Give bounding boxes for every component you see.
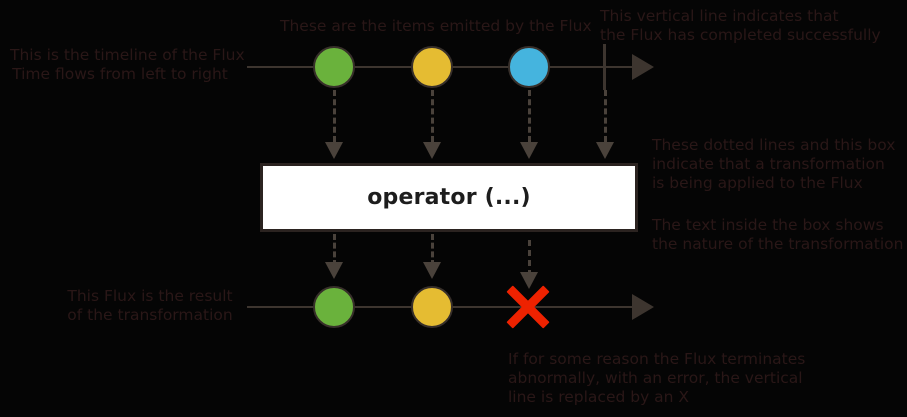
annotation-error-caption: If for some reason the Flux terminates a… <box>508 350 806 406</box>
dashed-arrowhead-yellow-out <box>423 262 441 279</box>
annotation-completion-caption: This vertical line indicates that the Fl… <box>600 7 881 44</box>
annotation-timeline-caption: This is the timeline of the Flux Time fl… <box>10 46 245 83</box>
annotation-result-caption: This Flux is the result of the transform… <box>67 287 233 324</box>
dashed-line-yellow-down <box>431 90 434 142</box>
operator-box: operator (...) <box>260 163 638 232</box>
annotation-items-caption: These are the items emitted by the Flux <box>280 17 592 35</box>
dashed-arrowhead-error-out <box>520 272 538 289</box>
dashed-arrowhead-completion-down <box>596 142 614 159</box>
result-marble-green <box>313 286 355 328</box>
dashed-line-error-out <box>528 240 531 276</box>
dashed-line-green-out <box>333 234 336 266</box>
operator-label: operator (...) <box>367 185 531 210</box>
dashed-arrowhead-green-out <box>325 262 343 279</box>
result-timeline-arrowhead <box>632 294 654 320</box>
annotation-transformation-caption: These dotted lines and this box indicate… <box>652 136 896 192</box>
source-marble-yellow <box>411 46 453 88</box>
dashed-line-yellow-out <box>431 234 434 266</box>
source-marble-blue <box>508 46 550 88</box>
dashed-arrowhead-green-down <box>325 142 343 159</box>
dashed-line-completion-down <box>604 90 607 142</box>
completion-bar <box>603 44 606 90</box>
source-marble-green <box>313 46 355 88</box>
result-marble-yellow <box>411 286 453 328</box>
dashed-line-blue-down <box>528 90 531 142</box>
source-timeline-arrowhead <box>632 54 654 80</box>
dashed-arrowhead-yellow-down <box>423 142 441 159</box>
error-x-icon <box>504 283 552 331</box>
dashed-line-green-down <box>333 90 336 142</box>
dashed-arrowhead-blue-down <box>520 142 538 159</box>
annotation-operator-text-caption: The text inside the box shows the nature… <box>652 216 904 253</box>
